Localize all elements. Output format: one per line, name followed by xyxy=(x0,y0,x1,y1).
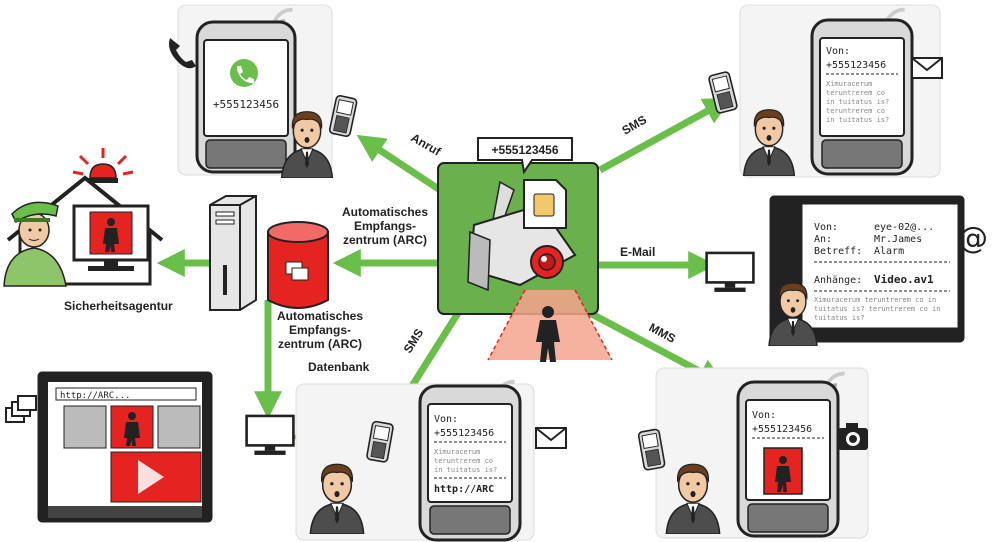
svg-text:Automatisches: Automatisches xyxy=(277,309,363,323)
alarm-light-icon xyxy=(72,148,134,183)
sms-top-body-5: in tuitatus is? xyxy=(826,116,889,124)
browser-url: http://ARC... xyxy=(60,391,130,401)
guard-figure xyxy=(3,201,67,287)
email-subject-val: Alarm xyxy=(874,246,904,257)
at-sign-icon: @ xyxy=(958,221,988,256)
email-body-1: Ximuracerum teruntrerem co in xyxy=(814,296,936,304)
svg-text:zentrum (ARC): zentrum (ARC) xyxy=(343,233,427,247)
email-body-2: tuitatus is? teruntrerem co in xyxy=(814,305,940,313)
security-agency-label: Sicherheitsagentur xyxy=(64,299,173,313)
email-label: E-Mail xyxy=(620,245,655,259)
arc-label-top: Automatisches Empfangs- zentrum (ARC) xyxy=(342,205,428,247)
sms-top-phone: Von: +555123456 Ximuracerum teruntrerem … xyxy=(620,4,943,178)
camera-phone-number: +555123456 xyxy=(491,143,558,157)
sms-bottom-phone: Von: +555123456 Ximuracerum teruntrerem … xyxy=(295,326,567,542)
handset-icon xyxy=(169,38,196,69)
computer-icon xyxy=(245,414,295,457)
video-player[interactable] xyxy=(110,451,202,503)
thumbnail-1[interactable] xyxy=(63,405,107,449)
thumbnail-3[interactable] xyxy=(157,405,201,449)
intruder-icon xyxy=(536,306,560,362)
camera-panel: +555123456 xyxy=(437,137,613,362)
sms-top-from-number: +555123456 xyxy=(826,60,886,71)
arc-server xyxy=(209,195,257,311)
arc-database xyxy=(267,221,329,309)
sms-top-body-1: Ximuracerum xyxy=(826,80,872,88)
mms-phone: Von: +555123456 MMS xyxy=(637,320,869,539)
sms-bottom-from-number: +555123456 xyxy=(434,428,494,439)
camera-icon xyxy=(838,423,868,450)
call-label: Anruf xyxy=(409,130,445,159)
database-label: Datenbank xyxy=(308,360,370,374)
arc-label-bottom: Automatisches Empfangs- zentrum (ARC) xyxy=(277,309,363,351)
sms-bottom-from-label: Von: xyxy=(434,414,458,425)
sms-bottom-body-3: in tuitatus is? xyxy=(434,466,497,474)
envelope-icon xyxy=(911,57,943,79)
computer-icon xyxy=(705,251,755,294)
sms-top-body-2: teruntrerem co xyxy=(826,89,885,97)
play-icon[interactable] xyxy=(138,460,164,494)
call-phone: +555123456 Anruf xyxy=(169,4,445,178)
mms-from-number: +555123456 xyxy=(752,424,812,435)
sms-top-body-4: teruntrerem co xyxy=(826,107,885,115)
sms-top-from-label: Von: xyxy=(826,46,850,57)
email-attachment-key: Anhänge: xyxy=(814,275,862,286)
security-agency xyxy=(3,148,164,287)
window-stack-icon xyxy=(5,395,37,423)
browser-monitor: http://ARC... xyxy=(5,371,213,523)
phone-number-bubble xyxy=(477,137,573,175)
mms-from-label: Von: xyxy=(752,410,776,421)
email-to-val: Mr.James xyxy=(874,234,922,245)
sms-bottom-label: SMS xyxy=(401,326,427,355)
email-body-3: tuitatus is? xyxy=(814,314,865,322)
address-bar[interactable] xyxy=(55,387,197,401)
svg-text:Empfangs-: Empfangs- xyxy=(289,323,351,337)
email-subject-key: Betreff: xyxy=(814,246,862,257)
svg-text:Automatisches: Automatisches xyxy=(342,205,428,219)
call-phone-number: +555123456 xyxy=(213,98,279,111)
email-from-val: eye-02@... xyxy=(874,222,934,233)
sim-card-icon xyxy=(523,179,567,229)
email-panel: Von: eye-02@... An: Mr.James Betreff: Al… xyxy=(620,195,988,346)
envelope-icon xyxy=(535,427,567,449)
email-to-key: An: xyxy=(814,234,832,245)
svg-text:Empfangs-: Empfangs- xyxy=(354,219,416,233)
sms-top-label: SMS xyxy=(620,112,650,137)
sms-top-body-3: in tuitatus is? xyxy=(826,98,889,106)
sms-bottom-link[interactable]: http://ARC xyxy=(434,484,494,495)
sms-bottom-body-2: teruntrerem co xyxy=(434,457,493,465)
sms-bottom-body-1: Ximuracerum xyxy=(434,448,480,456)
svg-text:zentrum (ARC): zentrum (ARC) xyxy=(278,337,362,351)
email-attachment-val: Video.av1 xyxy=(874,273,934,286)
email-from-key: Von: xyxy=(814,222,838,233)
